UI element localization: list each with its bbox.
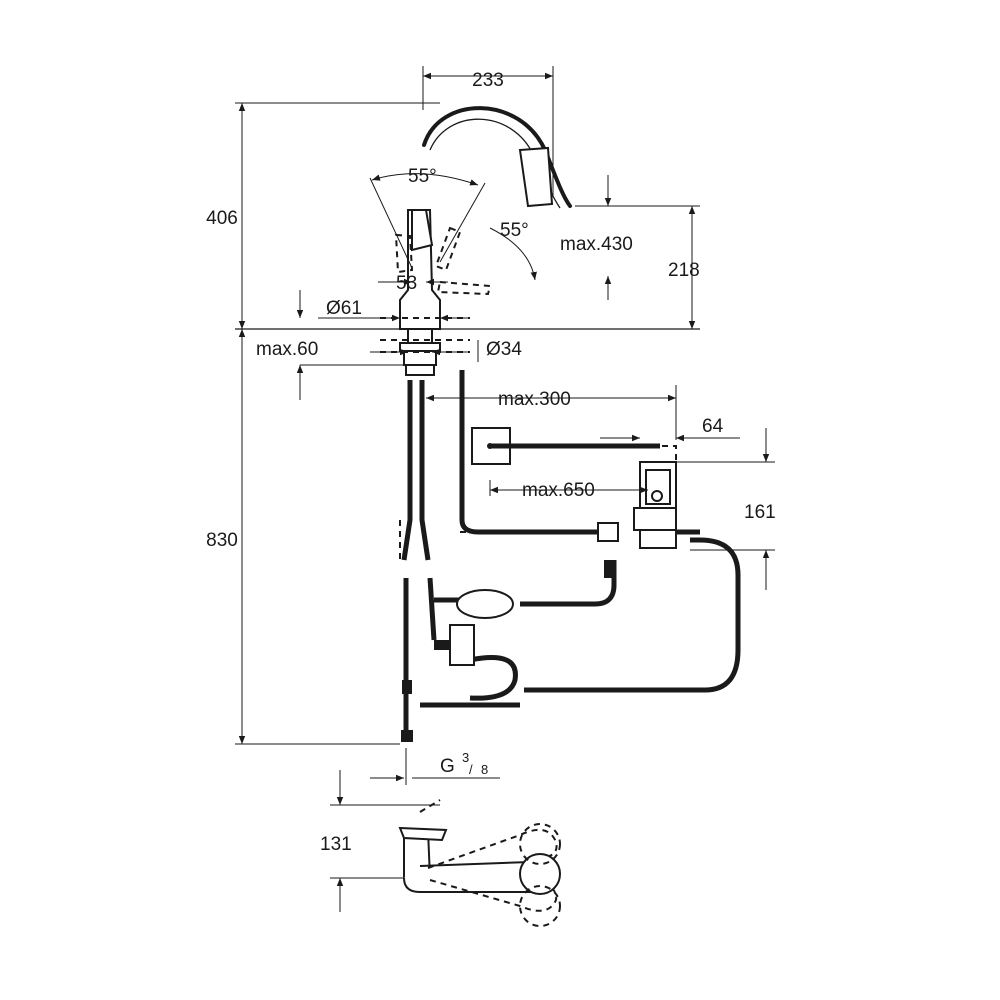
dim-thread-slash: /	[469, 762, 473, 777]
dim-total-height: 406	[206, 208, 238, 229]
lever-variant-right	[434, 226, 462, 272]
plan-view	[330, 770, 561, 927]
plan-head-rotated-up	[519, 823, 561, 865]
dimension-lines	[235, 66, 775, 785]
shank-base	[405, 364, 435, 376]
dim-thread-num: 3	[462, 750, 469, 765]
dim-plan-height: 131	[320, 834, 352, 855]
plan-lever-dash	[419, 799, 441, 813]
plan-head-rotated-down	[519, 885, 561, 927]
dim-under-deck-length: 830	[206, 530, 238, 551]
plan-spout-rotated-down	[429, 879, 558, 912]
dim-lever-offset: 53	[396, 273, 417, 294]
angle-arc-side	[489, 227, 537, 281]
plan-lever	[398, 826, 448, 842]
hose-return	[524, 537, 741, 693]
angle-line-left	[369, 177, 413, 269]
spout-head	[518, 146, 554, 208]
solenoid-dash	[640, 445, 677, 462]
dim-thread-den: 8	[481, 762, 488, 777]
hose-loop	[469, 655, 518, 701]
faucet-elevation	[235, 106, 700, 376]
dim-max-pullout: max.430	[560, 234, 633, 255]
valve-connector	[604, 560, 616, 578]
dim-deck-thickness: max.60	[256, 339, 318, 360]
dim-box-height: 161	[744, 502, 776, 523]
mounting-nut	[399, 342, 441, 352]
spout-arc	[422, 106, 572, 208]
filter-cartridge	[456, 589, 514, 619]
mixing-valve	[449, 624, 475, 666]
shutoff-valve	[402, 680, 412, 694]
dim-spout-reach: 233	[472, 70, 504, 91]
angle-arc-top	[371, 173, 479, 186]
hose-filter-to-valve	[520, 560, 617, 607]
control-box	[471, 427, 700, 549]
thread-connector	[401, 730, 413, 742]
hose-left	[401, 380, 413, 561]
angle-line-right	[439, 182, 486, 263]
hoses	[399, 370, 741, 742]
mounting-plate	[403, 350, 437, 366]
labels: 233 406 55° 55° 53 max.430 218 Ø61 max.6…	[206, 70, 776, 855]
solenoid-valve-body	[633, 507, 677, 531]
lever	[411, 209, 434, 252]
dim-thread-main: G	[440, 756, 455, 777]
hose-right	[419, 380, 431, 561]
dim-base-diameter: Ø61	[326, 298, 362, 319]
mixing-valve-port	[434, 640, 450, 650]
dim-spout-height: 218	[668, 260, 700, 281]
dim-lever-angle-side: 55°	[500, 220, 529, 241]
dim-hole-diameter: Ø34	[486, 339, 522, 360]
dim-lever-angle-top: 55°	[408, 166, 437, 187]
dim-box-offset: 64	[702, 416, 724, 437]
hose-lower-right	[427, 577, 437, 641]
plan-spout-head	[519, 853, 561, 895]
solenoid-inner	[645, 469, 671, 505]
lever-variant-left	[394, 233, 414, 274]
dim-max-hose-650: max.650	[522, 480, 595, 501]
solenoid-plug	[651, 490, 663, 502]
lever-variant-back	[436, 280, 492, 296]
electronic-cable	[459, 370, 600, 535]
dim-max-hose-300: max.300	[498, 389, 571, 410]
valve-junction	[597, 522, 619, 542]
